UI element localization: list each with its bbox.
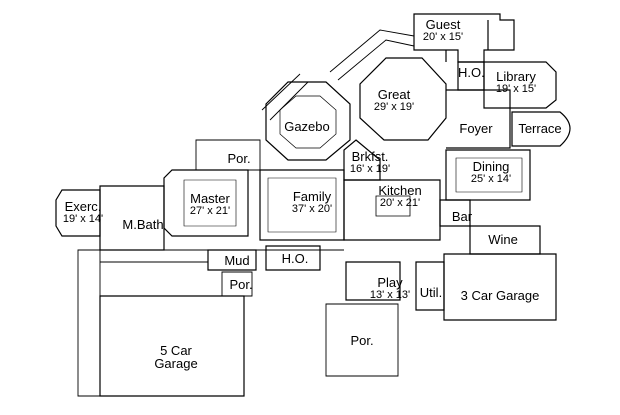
wall-por-bot (325, 303, 399, 377)
room-guest-name: Guest (425, 17, 461, 32)
room-kitchen: Kitchen 20' x 21' (372, 184, 428, 209)
room-exerc-dims: 19' x 14' (62, 213, 104, 225)
wall-master (163, 169, 249, 237)
room-por-bot-name: Por. (350, 333, 374, 348)
wall-dining (445, 149, 531, 201)
wall-gallery (329, 29, 415, 81)
wall-guest-inner (445, 20, 489, 62)
wall-por-mid (221, 271, 253, 297)
room-master: Master 27' x 21' (186, 192, 234, 217)
room-gazebo-name: Gazebo (284, 119, 330, 134)
wall-master-inner (183, 179, 237, 227)
room-util: Util. (416, 286, 446, 299)
room-garage3: 3 Car Garage (450, 289, 550, 302)
room-garage5-name: 5 Car (160, 343, 192, 358)
room-dining: Dining 25' x 14' (460, 160, 522, 185)
wall-gallery-2 (261, 73, 309, 121)
wall-foyer (446, 89, 511, 149)
room-bar: Bar (448, 210, 476, 223)
room-play-dims: 13' x 13' (369, 289, 411, 301)
room-family-name: Family (292, 189, 332, 204)
gazebo-inner (279, 95, 337, 149)
room-terrace: Terrace (512, 122, 568, 135)
room-ho-mid: H.O. (278, 252, 312, 265)
wall-terrace (511, 111, 571, 147)
room-family-dims: 37' x 20' (291, 203, 333, 215)
wall-ho-mid (265, 245, 321, 271)
wall-exerc (55, 189, 101, 237)
room-garage5-name2: Garage (154, 356, 198, 371)
room-brkfst-dims: 16' x 19' (349, 163, 391, 175)
room-family: Family 37' x 20' (286, 190, 338, 215)
room-guest-dims: 20' x 15' (422, 31, 464, 43)
room-garage5: 5 Car Garage (148, 344, 204, 370)
room-great-dims: 29' x 19' (373, 101, 415, 113)
room-ho-top: H.O. (458, 65, 485, 80)
room-brkfst-name: Brkfst. (351, 149, 389, 164)
room-master-name: Master (190, 191, 230, 206)
room-great-name: Great (377, 87, 411, 102)
room-por-top: Por. (222, 152, 256, 165)
room-util-name: Util. (419, 285, 443, 300)
room-play-name: Play (377, 275, 403, 290)
wall-gazebo (265, 81, 351, 161)
room-exerc-name: Exerc. (64, 199, 102, 214)
room-por-bot: Por. (344, 334, 380, 347)
room-mbath-name: M.Bath (122, 217, 164, 232)
room-mud-name: Mud (224, 253, 250, 268)
room-ho-top-name: H.O. (458, 65, 485, 80)
wall-great (359, 57, 447, 141)
room-library: Library 19' x 15' (490, 70, 542, 95)
room-library-dims: 19' x 15' (495, 83, 537, 95)
room-bar-name: Bar (451, 209, 473, 224)
room-mbath: M.Bath (116, 218, 170, 231)
room-exerc: Exerc. 19' x 14' (58, 200, 108, 225)
wall-garage3 (443, 253, 557, 321)
wall-family-inner (267, 177, 337, 233)
wall-guest (413, 13, 515, 63)
room-foyer-name: Foyer (459, 121, 493, 136)
room-garage3-name: 3 Car Garage (460, 288, 540, 303)
wall-hall (100, 249, 344, 263)
room-kitchen-dims: 20' x 21' (379, 197, 421, 209)
room-por-mid-name: Por. (229, 277, 253, 292)
room-dining-dims: 25' x 14' (470, 173, 512, 185)
wall-garage5-side (77, 249, 101, 397)
wall-family (259, 169, 345, 241)
room-gazebo: Gazebo (282, 120, 332, 133)
room-por-top-name: Por. (227, 151, 251, 166)
room-terrace-name: Terrace (518, 121, 562, 136)
wall-play (345, 261, 401, 301)
room-wine-name: Wine (488, 232, 518, 247)
room-kitchen-name: Kitchen (378, 183, 422, 198)
room-play: Play 13' x 13' (364, 276, 416, 301)
room-master-dims: 27' x 21' (189, 205, 231, 217)
room-guest: Guest 20' x 15' (418, 18, 468, 43)
room-library-name: Library (496, 69, 536, 84)
room-great: Great 29' x 19' (366, 88, 422, 113)
room-wine: Wine (484, 233, 522, 246)
room-dining-name: Dining (472, 159, 510, 174)
kitchen-island (375, 195, 411, 217)
room-foyer: Foyer (454, 122, 498, 135)
room-mud: Mud (220, 254, 254, 267)
room-brkfst: Brkfst. 16' x 19' (344, 150, 396, 175)
wall-dining-inner (455, 157, 523, 193)
room-por-mid: Por. (226, 278, 256, 291)
wall-library (483, 61, 557, 109)
room-ho-mid-name: H.O. (281, 251, 309, 266)
